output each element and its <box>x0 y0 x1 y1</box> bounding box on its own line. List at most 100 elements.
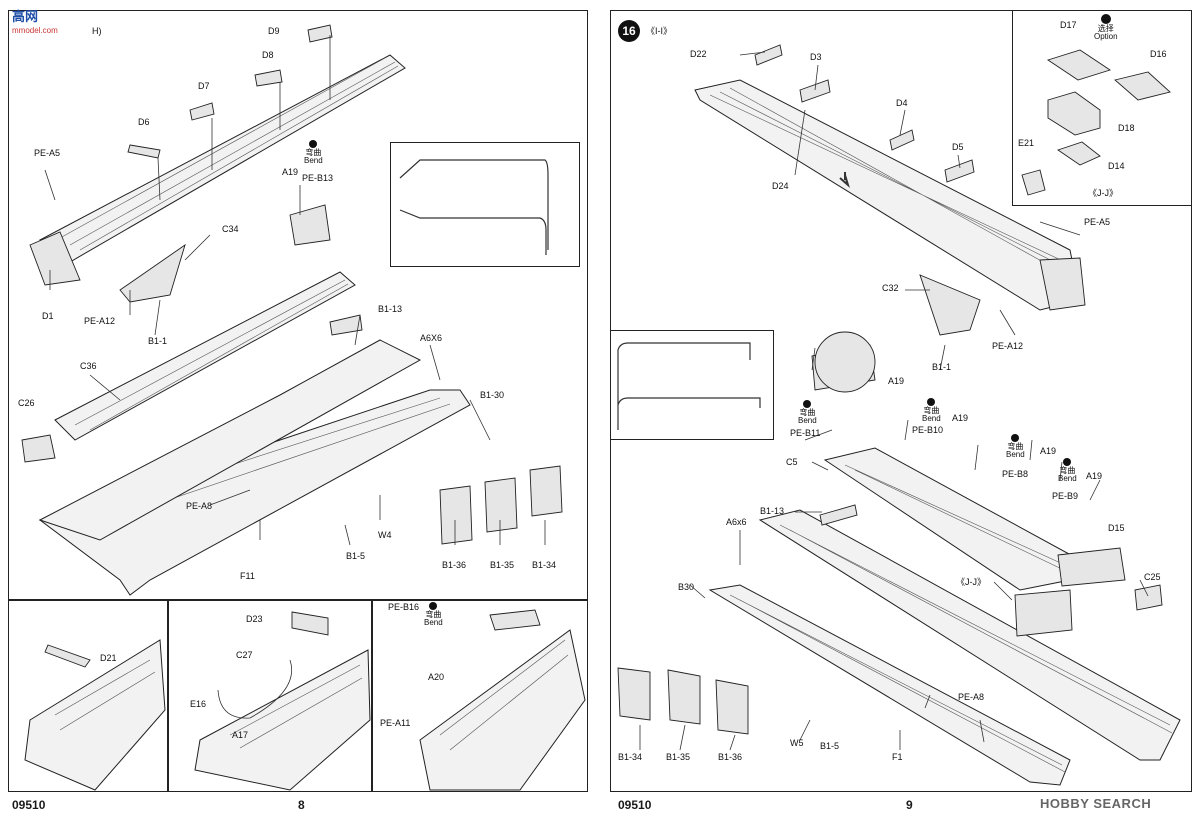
pe-bend-detail-frame-left <box>390 142 580 267</box>
label-f11: F11 <box>240 571 255 581</box>
label-pe-b11: PE-B11 <box>790 428 821 438</box>
label-a19-2: A19 <box>952 413 969 423</box>
label-d7: D7 <box>198 81 210 91</box>
label-b1-35: B1-35 <box>490 560 515 570</box>
label-w5: W5 <box>790 738 804 748</box>
label-c34: C34 <box>222 224 239 234</box>
label-pe-b16: PE-B16 <box>388 602 420 612</box>
label-d21: D21 <box>100 653 117 663</box>
label-b1-1: B1-1 <box>148 336 168 346</box>
label-a19-3: A19 <box>1040 446 1057 456</box>
label-pe-a5: PE-A5 <box>34 148 61 158</box>
label-pe-b10: PE-B10 <box>912 425 944 435</box>
brand-watermark: HOBBY SEARCH <box>1040 796 1152 811</box>
step-number-badge: 16 <box>618 20 640 42</box>
label-d16: D16 <box>1150 49 1167 59</box>
label-d15: D15 <box>1108 523 1125 533</box>
fender-end-d1 <box>29 231 81 286</box>
label-d24: D24 <box>772 181 789 191</box>
label-b1-35-right: B1-35 <box>666 752 691 762</box>
inset-frame-3 <box>372 600 588 792</box>
label-d6: D6 <box>138 117 150 127</box>
label-pe-a12-right: PE-A12 <box>992 341 1024 351</box>
label-e21: E21 <box>1018 138 1035 148</box>
label-d4: D4 <box>896 98 908 108</box>
label-c5: C5 <box>786 457 798 467</box>
label-a19-1: A19 <box>888 376 905 386</box>
label-b1-13: B1-13 <box>378 304 403 314</box>
label-a6x6: A6X6 <box>420 333 443 343</box>
label-pe-a5-right: PE-A5 <box>1084 217 1111 227</box>
c34-part <box>119 243 186 303</box>
label-b1-36-right: B1-36 <box>718 752 743 762</box>
label-pe-a11: PE-A11 <box>380 718 411 728</box>
inset-frame-2 <box>168 600 372 792</box>
bend-icon <box>429 602 438 610</box>
label-b1-36: B1-36 <box>442 560 467 570</box>
label-b1-13-right: B1-13 <box>760 506 785 516</box>
label-d8: D8 <box>262 50 274 60</box>
label-b1-34: B1-34 <box>532 560 557 570</box>
label-e16: E16 <box>190 699 207 709</box>
main-step-frame-left <box>8 10 588 600</box>
upper-fender-part-right <box>694 79 1081 311</box>
label-c25: C25 <box>1144 572 1161 582</box>
c26-part <box>21 434 56 463</box>
bend-icon <box>803 400 812 408</box>
label-d22: D22 <box>690 49 707 59</box>
label-a19: A19 <box>282 167 299 177</box>
label-d1: D1 <box>42 311 54 321</box>
label-d5: D5 <box>952 142 964 152</box>
label-b1-1-right: B1-1 <box>932 362 952 372</box>
label-jj-view: 《J-J》 <box>956 577 986 587</box>
jj-detail-part <box>1014 589 1073 637</box>
watermark-text: mmodel.com <box>12 26 58 35</box>
label-b1-5-right: B1-5 <box>820 741 840 751</box>
label-c32: C32 <box>882 283 899 293</box>
label-a20: A20 <box>428 672 445 682</box>
d15-part <box>1057 547 1126 587</box>
label-c26: C26 <box>18 398 35 408</box>
label-d9: D9 <box>268 26 280 36</box>
label-pe-a12: PE-A12 <box>84 316 116 326</box>
bend-icon <box>309 140 318 148</box>
label-a6x6-right: A6x6 <box>726 517 747 527</box>
label-pe-b8: PE-B8 <box>1002 469 1029 479</box>
label-a17: A17 <box>232 730 249 740</box>
middle-fender-part <box>54 271 356 441</box>
option-frame <box>1012 10 1192 206</box>
label-w4: W4 <box>378 530 392 540</box>
label-d18: D18 <box>1118 123 1135 133</box>
step-suffix: H) <box>92 26 102 36</box>
label-b1-34-right: B1-34 <box>618 752 643 762</box>
inset-3-drawing <box>419 629 586 791</box>
lower-hull-right <box>708 584 1071 786</box>
footer-code-left: 09510 <box>12 798 46 812</box>
c32-part <box>919 274 981 336</box>
page-number-right: 9 <box>906 798 913 812</box>
left-assembly-drawing <box>21 24 586 791</box>
footer-code-right: 09510 <box>618 798 652 812</box>
inset-frame-1 <box>8 600 168 792</box>
c25-part <box>1134 584 1163 611</box>
label-a19-4: A19 <box>1086 471 1103 481</box>
label-d3: D3 <box>810 52 822 62</box>
step-view-label: 《I-I》 <box>646 26 672 36</box>
label-c27: C27 <box>236 650 253 660</box>
label-d14: D14 <box>1108 161 1125 171</box>
label-b1-30: B1-30 <box>480 390 505 400</box>
pe-bend-detail-frame-right <box>610 330 774 440</box>
label-d17: D17 <box>1060 20 1077 30</box>
label-f1: F1 <box>892 752 903 762</box>
lower-hull-part <box>38 389 471 596</box>
label-pe-a8-right: PE-A8 <box>958 692 985 702</box>
label-jj-option: 《J-J》 <box>1088 188 1118 198</box>
option-icon <box>1100 14 1111 24</box>
site-logo: 高网 <box>12 9 39 24</box>
